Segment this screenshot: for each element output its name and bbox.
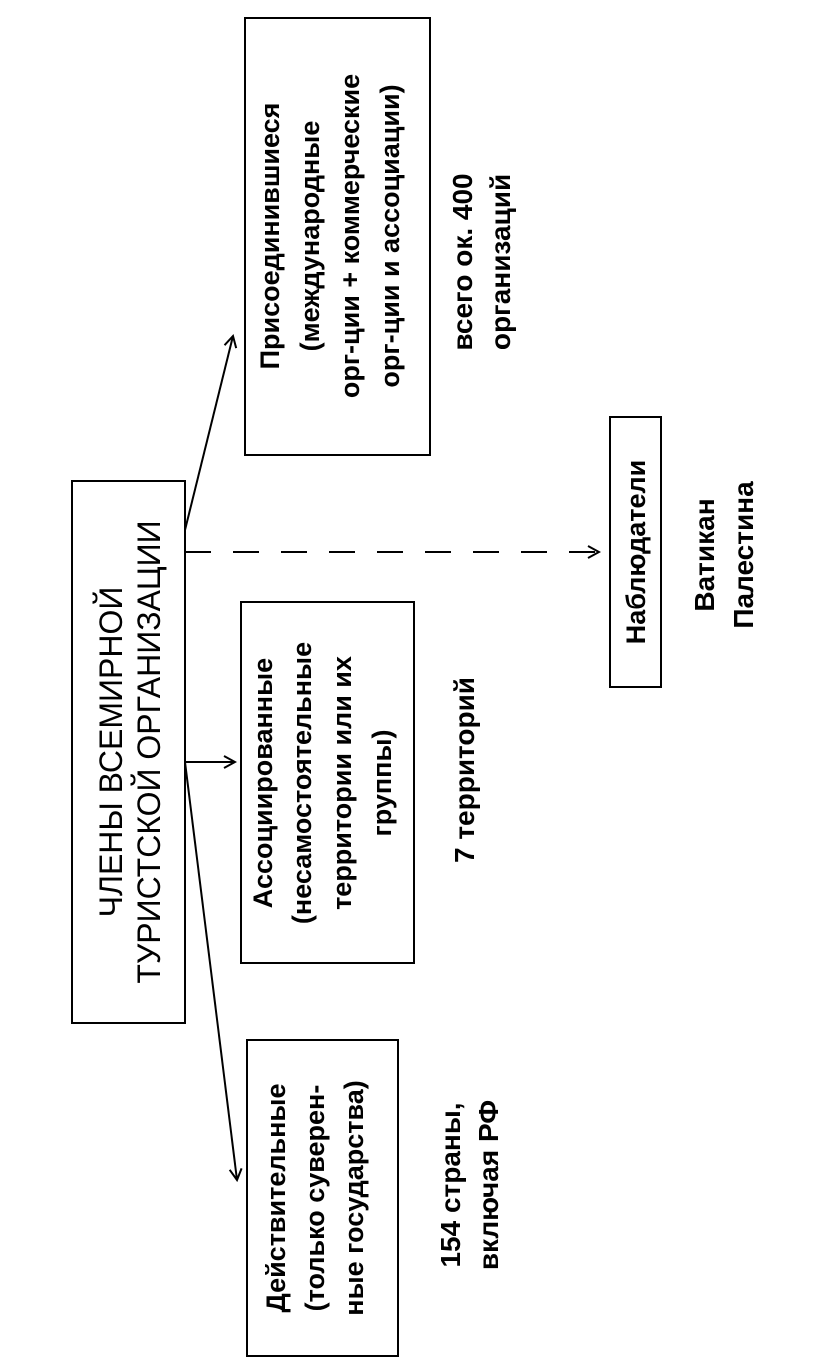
- affiliate-members-line-3: орг-ции + коммерческие: [335, 74, 365, 398]
- root-title-line-1: ЧЛЕНЫ ВСЕМИРНОЙ: [93, 587, 129, 918]
- associate-members-line-2: (несамостоятельные: [287, 642, 317, 924]
- affiliate-members-count-line-1: всего ок. 400: [447, 173, 478, 350]
- full-members-line-1: Действительные: [261, 1084, 291, 1313]
- affiliate-members-line-4: орг-ции и ассоциации): [375, 84, 405, 387]
- full-members-box: Действительные (только суверен- ные госу…: [246, 1039, 399, 1357]
- arrow-to-affiliate-members: [184, 336, 233, 531]
- observers-label: Наблюдатели: [621, 460, 651, 645]
- root-title-line-2: ТУРИСТСКОЙ ОРГАНИЗАЦИИ: [131, 520, 167, 983]
- associate-members-count: 7 территорий: [449, 677, 480, 863]
- arrow-to-full-members: [184, 761, 237, 1180]
- associate-members-line-3: территории или их: [327, 656, 357, 910]
- full-members-line-2: (только суверен-: [300, 1085, 330, 1312]
- full-members-count-line-1: 154 страны,: [435, 1102, 466, 1267]
- observers-box: Наблюдатели: [609, 416, 662, 688]
- observers-list-line-1: Ватикан: [689, 498, 720, 611]
- associate-members-line-4: группы): [367, 729, 397, 836]
- root-box: ЧЛЕНЫ ВСЕМИРНОЙ ТУРИСТСКОЙ ОРГАНИЗАЦИИ: [71, 480, 186, 1024]
- full-members-count-line-2: включая РФ: [473, 1100, 504, 1270]
- affiliate-members-line-2: (международные: [295, 121, 325, 352]
- affiliate-members-count-line-2: организаций: [485, 174, 516, 350]
- associate-members-box: Ассоциированные (несамостоятельные терри…: [240, 601, 415, 964]
- observers-list-line-2: Палестина: [728, 481, 759, 629]
- associate-members-line-1: Ассоциированные: [248, 658, 278, 908]
- affiliate-members-line-1: Присоединившиеся: [255, 103, 285, 370]
- affiliate-members-box: Присоединившиеся (международные орг-ции …: [244, 17, 431, 456]
- full-members-line-3: ные государства): [339, 1080, 369, 1315]
